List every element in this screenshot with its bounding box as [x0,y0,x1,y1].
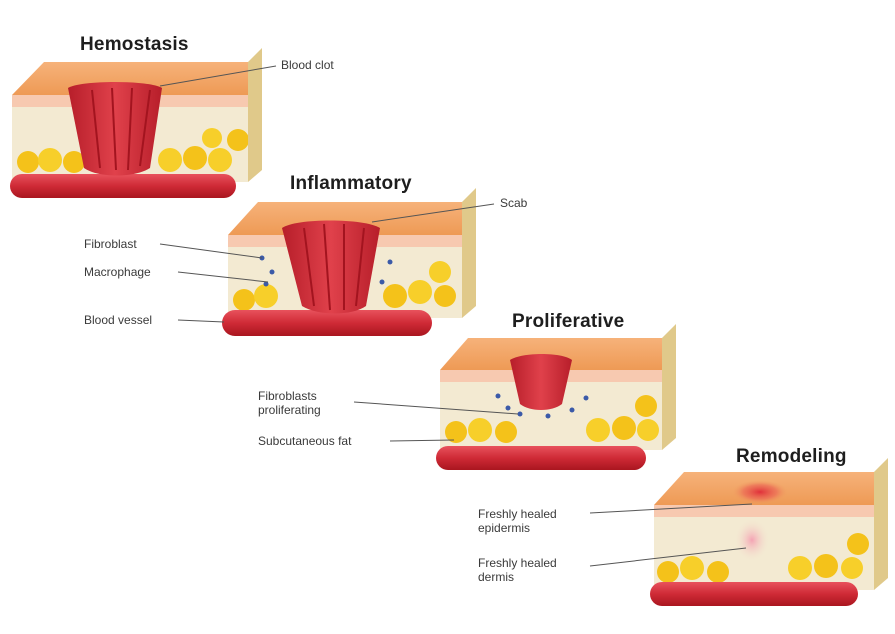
epidermis-front [654,505,874,517]
blood-vessel-leader [178,320,224,322]
blood-vessel [10,174,236,198]
remodeling-title: Remodeling [736,446,847,468]
inflammatory-title: Inflammatory [290,173,412,195]
subcutaneous-fat-label: Subcutaneous fat [258,434,351,448]
healed-dermis-label-line1: Freshly healed [478,556,557,570]
fibroblasts-proliferating-label-line1: Fibroblasts [258,389,317,403]
macrophage-label: Macrophage [84,265,151,279]
remodeling-block [590,458,888,606]
healed-dermis-mark [734,518,770,562]
hemostasis-block [10,48,276,198]
healed-epidermis-mark [732,480,788,504]
fibroblast-label: Fibroblast [84,237,137,251]
block-side [248,48,262,182]
hemostasis-title: Hemostasis [80,34,189,56]
fibroblasts-proliferating-label-line2: proliferating [258,403,321,417]
blood-vessel [650,582,858,606]
scab-label: Scab [500,196,527,210]
blood-vessel-label: Blood vessel [84,313,152,327]
proliferative-block [354,324,676,470]
block-side [874,458,888,590]
blood-vessel [436,446,646,470]
blood-clot-label: Blood clot [281,58,334,72]
healed-dermis-label-line2: dermis [478,570,514,584]
blood-vessel [222,310,432,336]
inflammatory-block [160,188,494,336]
healed-epidermis-label-line1: Freshly healed [478,507,557,521]
healed-epidermis-label-line2: epidermis [478,521,530,535]
block-side [662,324,676,450]
proliferative-title: Proliferative [512,311,624,333]
